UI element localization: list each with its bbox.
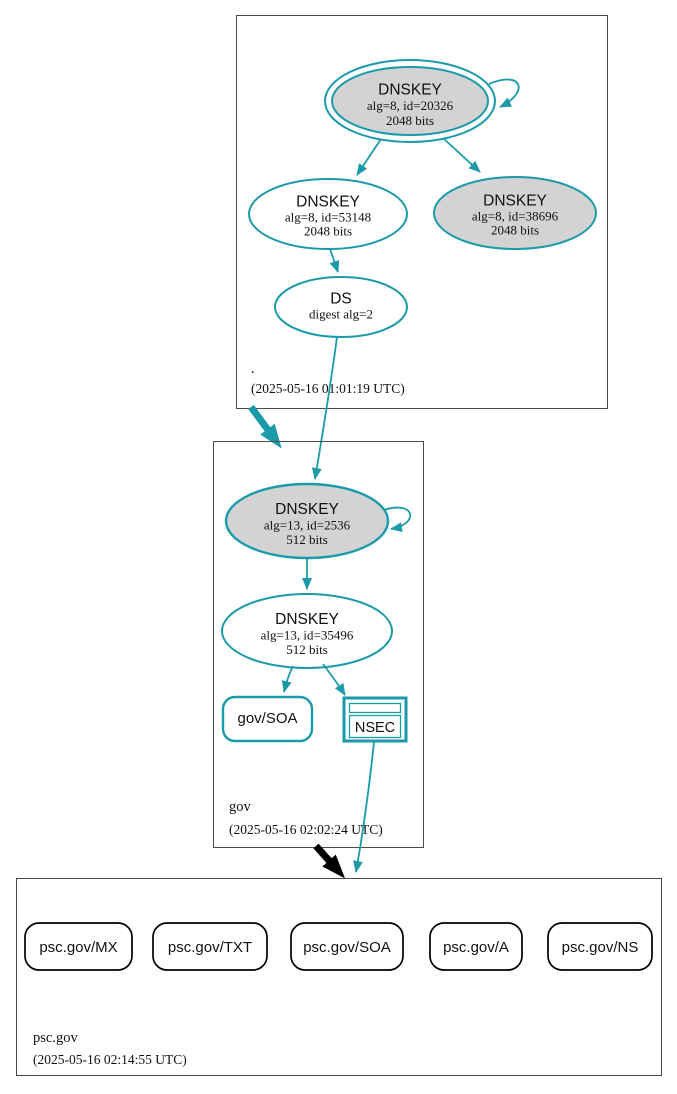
node-root-dnskey-38696-bits: 2048 bits — [491, 223, 539, 238]
node-root-dnskey-38696[interactable]: DNSKEY alg=8, id=38696 2048 bits — [433, 176, 597, 250]
node-psc-mx-shape — [24, 922, 133, 971]
node-root-dnskey-53148[interactable]: DNSKEY alg=8, id=53148 2048 bits — [248, 178, 408, 250]
edge-gov-ksk-self-sign — [383, 506, 411, 533]
node-gov-nsec-band — [348, 702, 402, 714]
node-gov-dnskey-35496[interactable]: DNSKEY alg=13, id=35496 512 bits — [221, 593, 393, 669]
edge-nsec-to-psc — [352, 741, 375, 873]
node-root-ds-shape — [274, 276, 408, 338]
zone-timestamp-root: (2025-05-16 01:01:19 UTC) — [251, 381, 405, 396]
edge-root-ksk-self-sign — [488, 78, 520, 108]
node-gov-soa[interactable]: gov/SOA — [221, 695, 314, 743]
zone-label-psc: psc.gov — [33, 1030, 78, 1046]
node-root-ds-digest: digest alg=2 — [309, 307, 373, 322]
node-gov-dnskey-35496-title: DNSKEY — [275, 611, 339, 628]
zone-box-root — [236, 15, 608, 409]
node-gov-dnskey-2536-alg: alg=13, id=2536 — [264, 518, 351, 533]
node-psc-soa-shape — [290, 922, 404, 971]
node-root-dnskey-20326-alg: alg=8, id=20326 — [367, 98, 454, 113]
node-root-ds[interactable]: DS digest alg=2 — [274, 276, 408, 338]
node-psc-ns-label: psc.gov/NS — [562, 939, 639, 956]
node-root-dnskey-20326-title: DNSKEY — [378, 82, 442, 99]
node-gov-nsec-label: NSEC — [355, 720, 395, 736]
node-gov-dnskey-2536-title: DNSKEY — [275, 501, 339, 518]
node-gov-dnskey-2536[interactable]: DNSKEY alg=13, id=2536 512 bits — [224, 482, 390, 560]
node-gov-dnskey-35496-bits: 512 bits — [286, 642, 328, 657]
node-psc-ns[interactable]: psc.gov/NS — [547, 922, 653, 971]
edge-root-ksk-to-standby — [443, 138, 481, 173]
edge-root-ksk-to-zsk — [356, 138, 382, 176]
node-gov-dnskey-35496-shape — [221, 593, 393, 669]
zone-timestamp-psc: (2025-05-16 02:14:55 UTC) — [33, 1052, 187, 1067]
edge-root-zsk-to-ds — [329, 248, 340, 273]
zone-timestamp-gov: (2025-05-16 02:02:24 UTC) — [229, 822, 383, 837]
node-gov-nsec[interactable]: NSEC — [342, 696, 408, 743]
node-psc-mx-label: psc.gov/MX — [39, 939, 117, 956]
node-psc-txt-label: psc.gov/TXT — [168, 939, 252, 956]
node-root-dnskey-20326-bits: 2048 bits — [386, 113, 434, 128]
node-psc-a-label: psc.gov/A — [443, 939, 509, 956]
node-psc-txt-shape — [152, 922, 268, 971]
node-root-dnskey-20326[interactable]: DNSKEY alg=8, id=20326 2048 bits — [324, 59, 496, 143]
edge-gov-zsk-to-soa — [281, 665, 294, 693]
node-psc-ns-shape — [547, 922, 653, 971]
node-root-dnskey-38696-alg: alg=8, id=38696 — [472, 209, 559, 224]
node-psc-mx[interactable]: psc.gov/MX — [24, 922, 133, 971]
zone-box-psc — [16, 878, 662, 1076]
node-root-dnskey-38696-title: DNSKEY — [483, 193, 547, 210]
node-root-dnskey-53148-bits: 2048 bits — [304, 224, 352, 239]
node-psc-a[interactable]: psc.gov/A — [429, 922, 523, 971]
zone-label-gov: gov — [229, 799, 252, 815]
node-psc-txt[interactable]: psc.gov/TXT — [152, 922, 268, 971]
node-gov-soa-shape — [221, 695, 314, 743]
node-psc-a-shape — [429, 922, 523, 971]
node-gov-nsec-cell — [348, 714, 402, 739]
edge-delegation-root-to-gov — [248, 404, 282, 449]
node-gov-soa-label: gov/SOA — [237, 710, 297, 727]
zone-label-root: . — [251, 361, 255, 377]
node-root-dnskey-53148-alg: alg=8, id=53148 — [285, 210, 371, 225]
node-root-ds-title: DS — [330, 291, 352, 308]
node-gov-dnskey-35496-alg: alg=13, id=35496 — [261, 628, 354, 643]
node-gov-dnskey-2536-bits: 512 bits — [286, 532, 328, 547]
edge-delegation-gov-to-psc — [313, 843, 346, 879]
node-psc-soa[interactable]: psc.gov/SOA — [290, 922, 404, 971]
node-root-dnskey-38696-shape — [433, 176, 597, 250]
edge-ds-to-gov-ksk — [311, 336, 338, 480]
edge-gov-zsk-to-nsec — [322, 663, 346, 696]
node-root-dnskey-53148-title: DNSKEY — [296, 194, 360, 211]
node-psc-soa-label: psc.gov/SOA — [303, 939, 391, 956]
node-root-dnskey-53148-shape — [248, 178, 408, 250]
node-root-dnskey-20326-inner — [331, 66, 489, 136]
